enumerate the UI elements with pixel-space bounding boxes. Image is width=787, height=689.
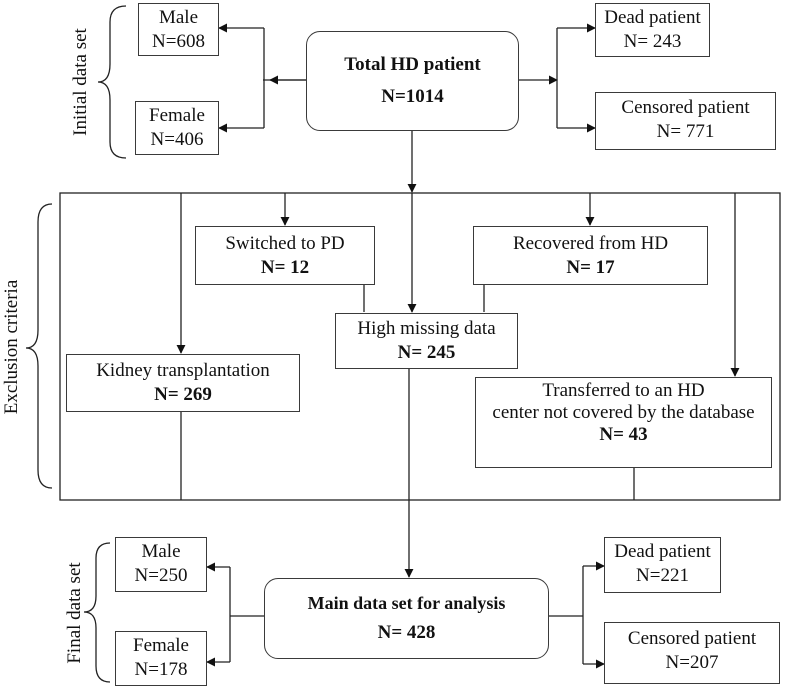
initial-male-label: Male xyxy=(158,7,199,28)
initial-dead-label: Dead patient xyxy=(604,7,701,28)
main-data-set-title: Main data set for analysis xyxy=(307,593,506,613)
initial-censored-label: Censored patient xyxy=(621,97,750,118)
recovered-count: N= 17 xyxy=(566,257,615,278)
final-female-box: Female N=178 xyxy=(115,631,207,686)
switched-to-pd-box: Switched to PD N= 12 xyxy=(195,226,375,285)
initial-dead-count: N= 243 xyxy=(623,31,682,52)
final-male-count: N=250 xyxy=(134,565,188,586)
kidney-label: Kidney transplantation xyxy=(96,360,270,381)
total-hd-patient-box: Total HD patient N=1014 xyxy=(306,31,519,131)
kidney-count: N= 269 xyxy=(154,384,212,405)
high-missing-data-box: High missing data N= 245 xyxy=(335,313,518,369)
recovered-label: Recovered from HD xyxy=(512,233,669,254)
final-dead-label: Dead patient xyxy=(614,541,711,562)
switched-label: Switched to PD xyxy=(225,233,345,254)
final-male-label: Male xyxy=(141,541,181,562)
main-data-set-count: N= 428 xyxy=(377,622,436,643)
initial-censored-count: N= 771 xyxy=(656,121,715,142)
final-section-label: Final data set xyxy=(64,562,85,664)
missing-count: N= 245 xyxy=(397,342,456,363)
transferred-count: N= 43 xyxy=(599,424,648,445)
recovered-from-hd-box: Recovered from HD N= 17 xyxy=(473,226,708,285)
initial-female-count: N=406 xyxy=(150,129,204,150)
final-dead-count: N=221 xyxy=(636,565,689,586)
initial-dead-box: Dead patient N= 243 xyxy=(595,3,710,57)
final-dead-box: Dead patient N=221 xyxy=(604,537,721,593)
total-hd-count: N=1014 xyxy=(381,86,444,107)
final-male-box: Male N=250 xyxy=(115,537,207,592)
initial-female-label: Female xyxy=(149,105,205,126)
missing-label: High missing data xyxy=(357,318,496,339)
final-censored-box: Censored patient N=207 xyxy=(604,622,780,684)
final-female-count: N=178 xyxy=(134,659,188,680)
transferred-box: Transferred to an HD center not covered … xyxy=(475,377,772,468)
final-censored-count: N=207 xyxy=(665,652,719,673)
main-data-set-box: Main data set for analysis N= 428 xyxy=(264,578,549,659)
kidney-transplantation-box: Kidney transplantation N= 269 xyxy=(66,354,300,412)
initial-section-label: Initial data set xyxy=(70,28,91,136)
transferred-line1: Transferred to an HD xyxy=(542,380,705,401)
initial-male-box: Male N=608 xyxy=(138,3,219,56)
total-hd-title: Total HD patient xyxy=(344,54,481,75)
switched-count: N= 12 xyxy=(260,257,310,278)
exclusion-brace xyxy=(25,203,53,489)
initial-censored-box: Censored patient N= 771 xyxy=(595,92,776,150)
final-censored-label: Censored patient xyxy=(627,628,757,649)
initial-brace xyxy=(97,5,127,159)
final-brace xyxy=(83,542,111,683)
exclusion-frame xyxy=(59,192,781,501)
exclusion-section-label: Exclusion criteria xyxy=(1,279,22,415)
initial-female-box: Female N=406 xyxy=(135,101,219,155)
transferred-line2: center not covered by the database xyxy=(492,402,755,423)
final-female-label: Female xyxy=(133,635,189,656)
initial-male-count: N=608 xyxy=(152,31,205,52)
